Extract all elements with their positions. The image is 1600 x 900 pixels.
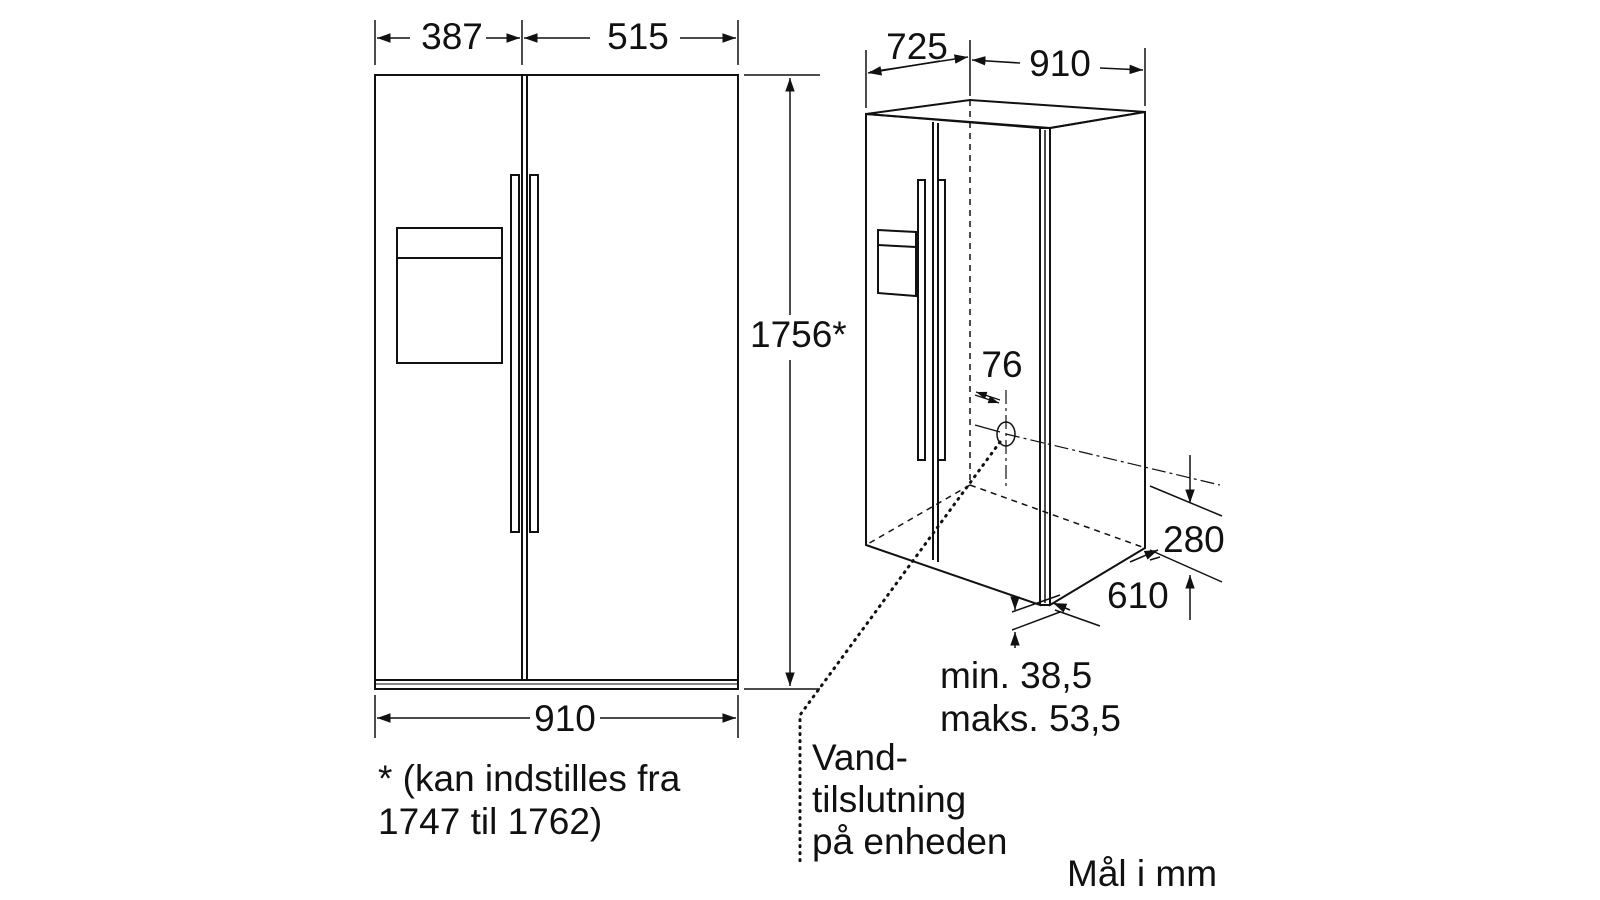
front-dimension-arrows [377, 33, 795, 723]
left-door-handle [510, 174, 520, 533]
water-leader-line [798, 440, 1002, 867]
dim-right-door-width: 515 [607, 16, 669, 57]
max-height-label: maks. 53,5 [940, 698, 1121, 739]
side-view [865, 98, 1146, 607]
front-view [374, 74, 739, 690]
units-label: Mål i mm [1067, 853, 1217, 894]
right-door-handle [529, 174, 539, 533]
dim-bottom-depth: 610 [1107, 575, 1169, 616]
water-label-line2: tilslutning [812, 779, 966, 820]
dim-width-top: 910 [1029, 43, 1091, 84]
side-dimension-lines [865, 40, 1223, 648]
water-label-line1: Vand- [812, 737, 908, 778]
dim-total-width: 910 [534, 698, 596, 739]
dim-water-offset: 76 [981, 344, 1022, 385]
fridge-body-outline [374, 74, 739, 690]
water-dispenser [396, 227, 503, 364]
front-extension-lines [374, 20, 820, 738]
adjust-note-line2: 1747 til 1762) [378, 801, 602, 842]
adjust-note-line1: * (kan indstilles fra [378, 758, 681, 799]
dispenser-3d [877, 228, 917, 298]
dim-left-door-width: 387 [421, 16, 483, 57]
hidden-edges [865, 100, 1146, 549]
cabinet-top-face [865, 98, 1146, 130]
dim-water-height: 280 [1163, 519, 1225, 560]
water-label-line3: på enheden [812, 821, 1007, 862]
handle-3d [917, 179, 926, 461]
dim-depth-top: 725 [886, 26, 948, 67]
water-connection [974, 390, 1221, 490]
dim-height: 1756* [750, 314, 847, 355]
cabinet-side-face [1049, 110, 1146, 607]
min-height-label: min. 38,5 [940, 655, 1092, 696]
